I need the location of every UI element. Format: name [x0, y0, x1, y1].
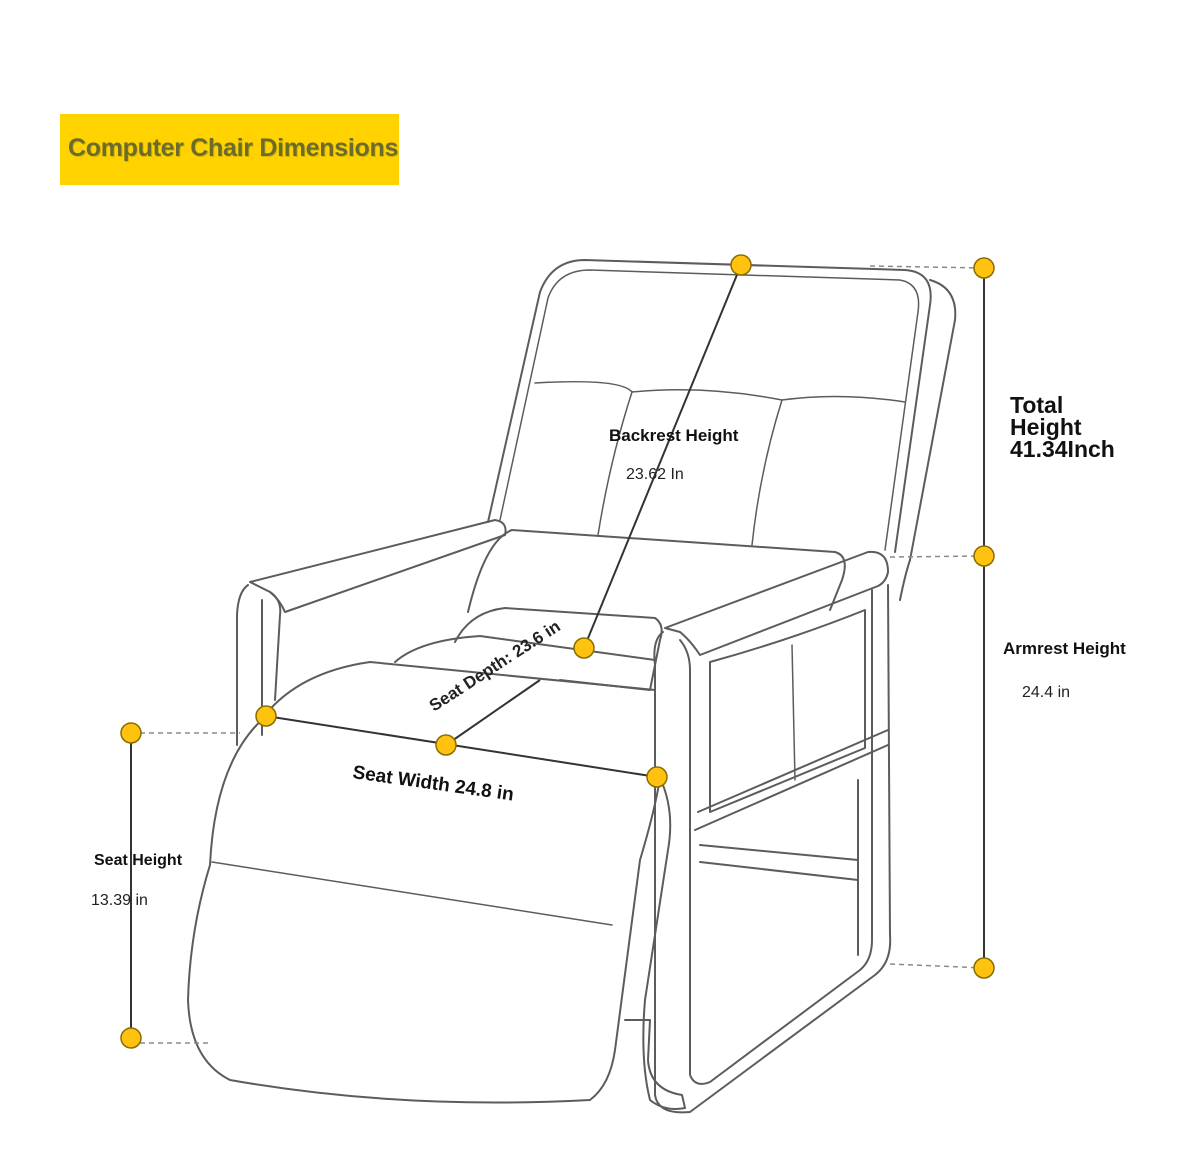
- tuft-right: [751, 399, 783, 546]
- ext-total-top: [869, 265, 985, 269]
- page-title: Computer Chair Dimensions: [68, 134, 399, 162]
- marker-floor-right: [973, 957, 995, 979]
- right-frame-inner: [679, 589, 873, 1085]
- extension-lines: [131, 265, 985, 1044]
- backrest-height-label: Backrest Height: [609, 426, 739, 445]
- seat-depth-line: [445, 679, 541, 746]
- total-height-label: Total Height 41.34Inch: [1010, 392, 1115, 462]
- title-banner: Computer Chair Dimensions: [60, 114, 399, 185]
- marker-seat-height-bottom: [120, 1027, 142, 1049]
- total-height-line1: Total: [1010, 392, 1064, 418]
- backrest-back-edge: [899, 279, 957, 601]
- marker-total-top: [973, 257, 995, 279]
- marker-seat-right: [646, 766, 668, 788]
- marker-armrest: [973, 545, 995, 567]
- seat-cushion-back: [454, 607, 663, 691]
- right-rail-top: [694, 729, 889, 831]
- armrest-height-label: Armrest Height: [1003, 639, 1126, 658]
- ext-floor-right: [889, 963, 985, 969]
- marker-seat-height-top: [120, 722, 142, 744]
- seat-height-label: Seat Height: [94, 852, 183, 869]
- right-rail-low: [699, 844, 859, 881]
- armrest-height-value: 24.4 in: [1022, 684, 1071, 701]
- backrest-shape: [487, 259, 932, 553]
- marker-seat-mid: [435, 734, 457, 756]
- seat-depth-label: Seat Depth: 23.6 in: [426, 617, 564, 716]
- seat-height-value: 13.39 in: [91, 892, 148, 909]
- side-pocket: [709, 609, 866, 813]
- marker-seat-left: [255, 705, 277, 727]
- total-height-value: 41.34Inch: [1010, 436, 1115, 462]
- seat-width-label: Seat Width 24.8 in: [351, 762, 515, 805]
- leg-rest: [187, 715, 661, 1104]
- measure-lines: [130, 264, 985, 1038]
- leg-rest-side: [624, 777, 686, 1110]
- tuft-row: [534, 380, 906, 403]
- seat-cushion-mid: [394, 635, 656, 663]
- total-height-line2: Height: [1010, 414, 1082, 440]
- ext-armrest: [889, 555, 985, 558]
- seat-cushion-front: [264, 661, 656, 716]
- marker-backrest-bottom: [573, 637, 595, 659]
- backrest-height-value: 23.62 In: [626, 466, 684, 483]
- markers: [120, 254, 995, 1049]
- side-pocket-divider: [791, 644, 796, 781]
- backrest-measure-line: [583, 264, 742, 649]
- left-armrest: [249, 519, 507, 613]
- leg-rest-fold: [211, 861, 613, 926]
- right-frame: [653, 584, 892, 1114]
- right-armrest: [664, 550, 889, 656]
- tuft-left: [597, 391, 633, 536]
- seat-width-line: [265, 715, 658, 778]
- chair-outline: [187, 259, 957, 1114]
- seat-back-cushion: [467, 529, 846, 613]
- marker-backrest-top: [730, 254, 752, 276]
- backrest-inner: [499, 269, 920, 551]
